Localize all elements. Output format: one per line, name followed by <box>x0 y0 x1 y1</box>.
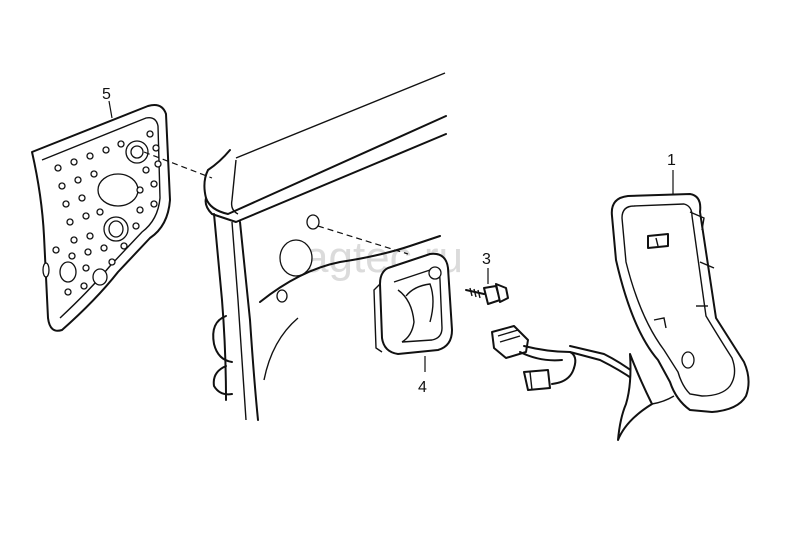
callout-5: 5 <box>102 86 111 103</box>
alignment-line-plate <box>143 151 213 179</box>
part-1-trim-cover <box>610 193 750 441</box>
callout-4: 4 <box>418 379 427 396</box>
callout-1: 1 <box>667 152 676 169</box>
leader-5 <box>108 100 113 119</box>
part-4-bracket <box>373 252 453 355</box>
part-3-screw <box>465 283 509 305</box>
plate-perforations <box>52 130 162 296</box>
alignment-line-bracket <box>317 225 409 255</box>
part-5-perforated-plate <box>31 104 171 332</box>
vehicle-body-panel <box>203 72 447 421</box>
callout-3: 3 <box>482 251 491 268</box>
wiring-harness <box>491 325 637 391</box>
